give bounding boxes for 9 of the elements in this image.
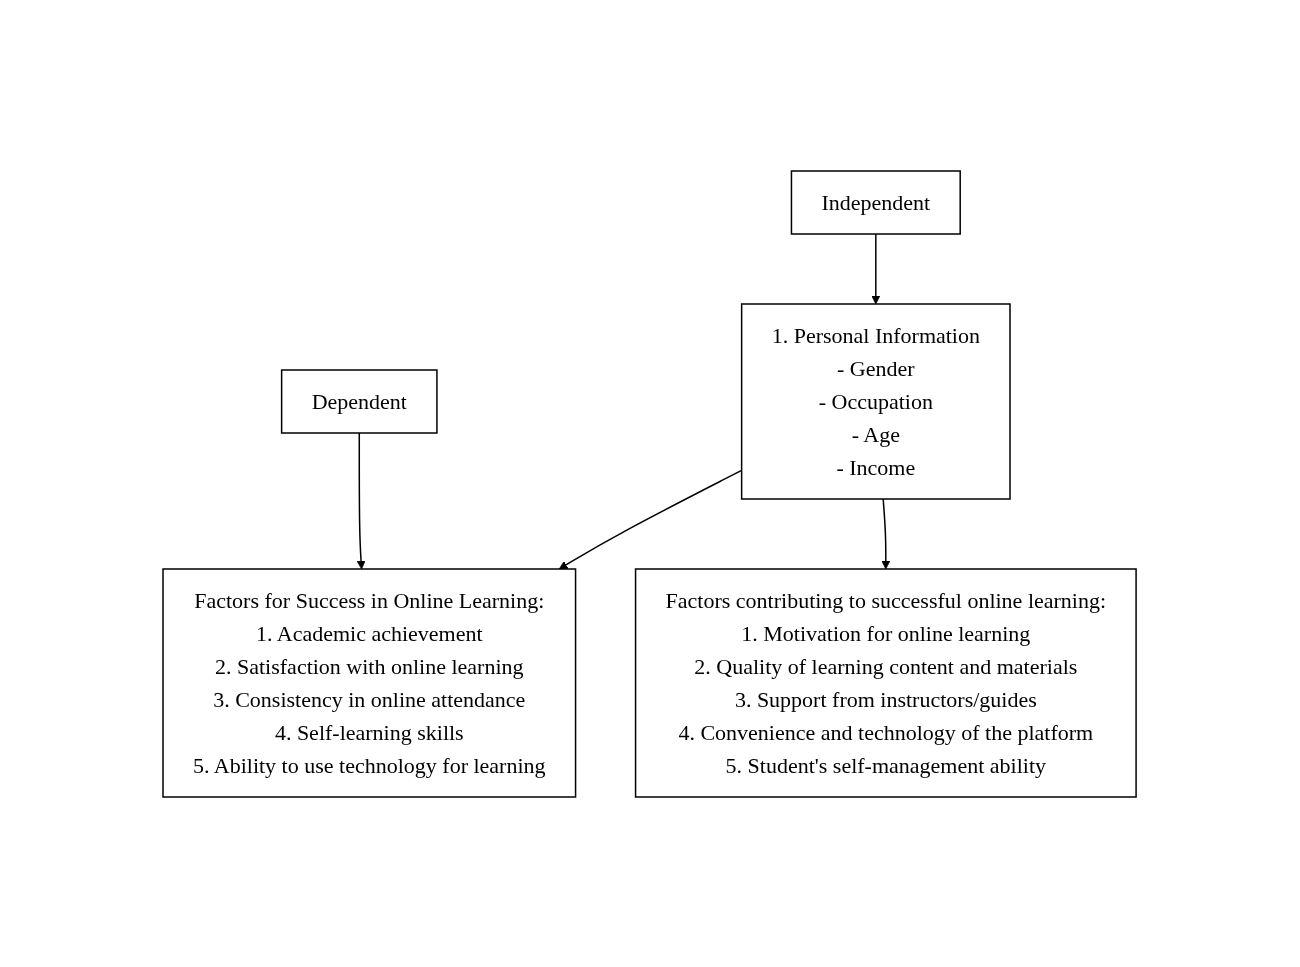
node-box: Dependent [281, 368, 439, 434]
node-box: Factors contributing to successful online learning: 1. Motivation for online learning 2. Quality of learning content and materials 3. Support from instructors/guides 4. Convenience and technology of the platform 5. Student's self-management ability [635, 567, 1138, 798]
arrow [871, 232, 881, 304]
node-box: Independent [791, 169, 962, 235]
arrow [881, 497, 891, 569]
node-box: Factors for Success in Online Learning: 1. Academic achievement 2. Satisfaction with online learning 3. Consistency in online attendance 4. Self-learning skills 5. Ability to use technology for learning [162, 567, 577, 798]
arrow [559, 469, 743, 569]
arrow [357, 431, 366, 569]
node-box: 1. Personal Information - Gender - Occupation - Age - Income [741, 302, 1012, 500]
